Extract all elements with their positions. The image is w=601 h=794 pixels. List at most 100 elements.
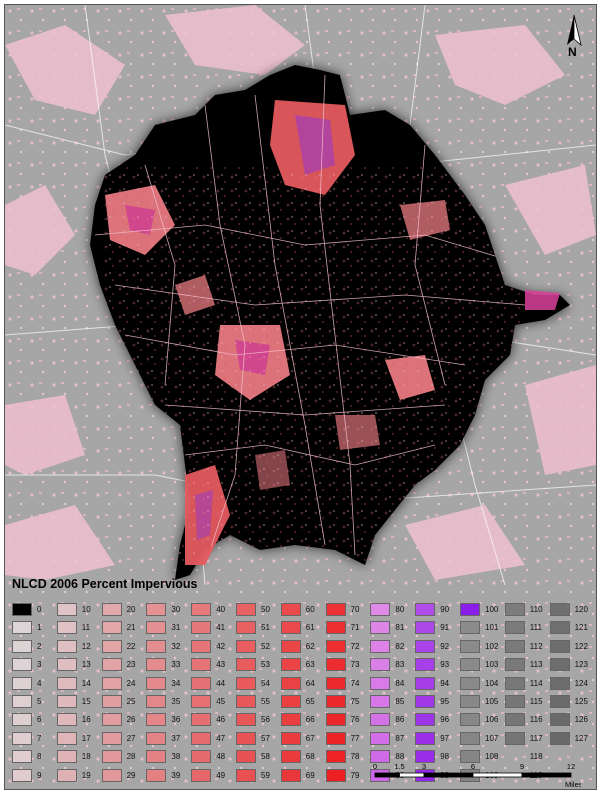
legend-title: NLCD 2006 Percent Impervious <box>12 577 198 591</box>
legend-label: 30 <box>171 605 181 614</box>
scale-bar-tick-label: 12 <box>567 762 575 771</box>
legend-swatch <box>549 731 570 745</box>
scale-bar-segment <box>521 772 572 778</box>
legend-swatch <box>549 658 570 672</box>
legend-label: 80 <box>395 605 405 614</box>
legend-label: 3 <box>37 660 42 670</box>
legend-swatch <box>460 621 480 635</box>
legend-label: 117 <box>529 733 543 743</box>
legend-label: 114 <box>529 678 543 688</box>
legend-swatch <box>460 713 480 727</box>
legend-swatch <box>101 676 122 690</box>
legend-label: 16 <box>81 715 91 725</box>
legend-label: 69 <box>305 770 315 780</box>
legend-label: 5 <box>37 697 42 706</box>
legend-swatch <box>415 603 436 616</box>
legend-swatch <box>146 713 167 727</box>
legend-label: 122 <box>574 641 588 651</box>
map-canvas[interactable] <box>5 5 596 789</box>
legend-label: 73 <box>350 660 360 670</box>
legend-label: 123 <box>574 660 588 670</box>
legend-swatch <box>236 750 256 764</box>
legend-label: 40 <box>216 605 226 614</box>
legend-label: 90 <box>440 605 450 614</box>
legend-label: 79 <box>350 770 360 780</box>
scale-bar-tick-label: 1.5 <box>394 762 404 771</box>
legend-swatch <box>325 639 346 653</box>
legend-swatch <box>325 695 346 708</box>
scale-bar-segment <box>374 772 400 778</box>
legend-label: 111 <box>529 623 542 633</box>
legend-swatch <box>236 731 256 745</box>
legend-swatch <box>146 603 167 616</box>
legend-label: 65 <box>305 697 315 706</box>
legend-swatch <box>280 603 301 616</box>
north-arrow-icon <box>567 14 582 47</box>
legend-label: 36 <box>171 715 181 725</box>
legend-swatch <box>56 731 77 745</box>
legend-swatch <box>101 621 122 635</box>
legend-swatch <box>101 713 122 727</box>
legend-swatch <box>56 750 77 764</box>
legend-label: 49 <box>216 770 226 780</box>
legend-swatch <box>325 603 346 616</box>
legend-label: 18 <box>81 752 91 762</box>
legend-swatch <box>146 639 167 653</box>
legend-label: 13 <box>81 660 91 670</box>
legend-swatch <box>325 750 346 764</box>
legend-label: 53 <box>261 660 270 670</box>
legend-label: 82 <box>395 641 405 651</box>
legend-label: 91 <box>440 623 450 633</box>
legend-swatch <box>460 731 480 745</box>
legend-label: 104 <box>485 678 499 688</box>
legend-swatch <box>12 713 32 727</box>
legend-swatch <box>236 695 256 708</box>
legend-label: 115 <box>529 697 543 706</box>
legend-label: 6 <box>37 715 42 725</box>
legend-swatch <box>236 658 256 672</box>
legend-swatch <box>504 639 525 653</box>
legend-swatch <box>325 621 346 635</box>
legend-label: 75 <box>350 697 360 706</box>
legend-label: 107 <box>485 733 499 743</box>
legend-swatch <box>236 713 256 727</box>
legend-swatch <box>549 713 570 727</box>
legend-swatch <box>280 768 301 782</box>
legend-label: 26 <box>126 715 136 725</box>
legend-swatch <box>504 713 525 727</box>
legend-label: 11 <box>81 623 91 633</box>
legend-label: 112 <box>529 641 543 651</box>
legend-label: 21 <box>126 623 136 633</box>
legend-swatch <box>191 750 212 764</box>
legend-label: 110 <box>529 605 543 614</box>
legend-label: 45 <box>216 697 226 706</box>
legend-swatch <box>370 676 391 690</box>
legend-swatch <box>12 658 32 672</box>
scale-bar-segment <box>399 772 425 778</box>
legend-swatch <box>191 621 212 635</box>
legend-label: 14 <box>81 678 91 688</box>
north-arrow-label: N <box>568 45 577 59</box>
legend-swatch <box>56 658 77 672</box>
legend-label: 113 <box>529 660 543 670</box>
legend-label: 12 <box>81 641 91 651</box>
scale-bar-tick-label: 0 <box>373 762 377 771</box>
legend-swatch <box>146 750 167 764</box>
legend-swatch <box>280 713 301 727</box>
legend-label: 97 <box>440 733 450 743</box>
legend-label: 78 <box>350 752 360 762</box>
legend-label: 46 <box>216 715 226 725</box>
legend-swatch <box>370 750 391 764</box>
legend-swatch <box>370 621 391 635</box>
legend-swatch <box>236 639 256 653</box>
legend-swatch <box>146 768 167 782</box>
legend-swatch <box>146 731 167 745</box>
legend-swatch <box>56 713 77 727</box>
legend-label: 125 <box>574 697 588 706</box>
legend-swatch <box>370 603 391 616</box>
scale-bar-tick-label: 9 <box>520 762 524 771</box>
legend-label: 35 <box>171 697 181 706</box>
legend-label: 62 <box>305 641 315 651</box>
